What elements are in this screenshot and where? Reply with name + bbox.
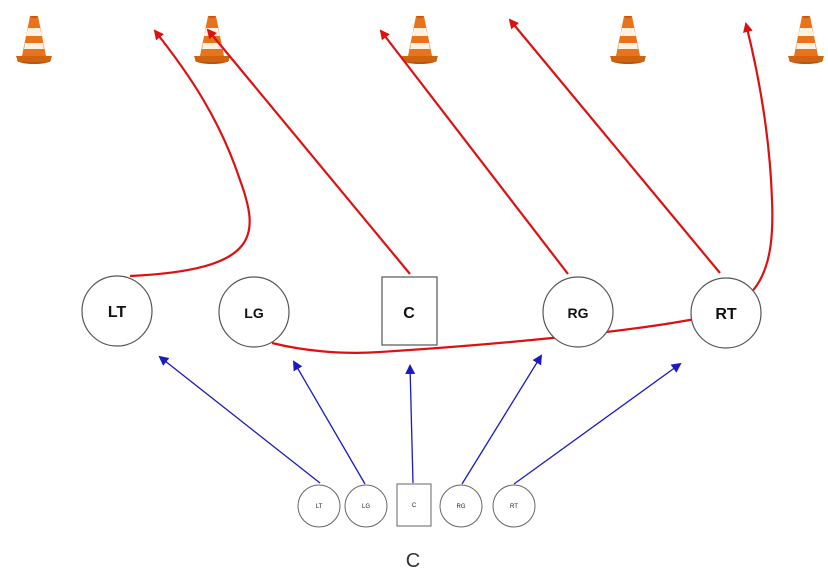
step-lt (158, 355, 321, 484)
start-rt-label: RT (510, 504, 518, 510)
start-c: C (396, 483, 432, 527)
lineman-rt-label: RT (715, 306, 737, 323)
cone-icon (610, 16, 646, 64)
step-arrows (158, 354, 682, 485)
step-lg (292, 360, 366, 485)
cone-icon (16, 16, 52, 64)
route-lt (129, 29, 251, 278)
start-lg-label: LG (362, 504, 370, 510)
lineman-rt: RT (690, 277, 762, 349)
start-positions: LT LG C RG RT (297, 483, 536, 528)
lineman-rg-label: RG (568, 305, 589, 321)
lineman-lt: LT (81, 275, 153, 347)
lineman-c: C (381, 276, 438, 346)
route-rt (508, 18, 721, 274)
start-rg-label: RG (457, 504, 466, 510)
cone-icon (788, 16, 824, 64)
route-c (206, 28, 411, 275)
cones (16, 16, 824, 64)
lineman-lg-label: LG (244, 305, 264, 321)
start-rt: RT (492, 484, 536, 528)
start-c-label: C (412, 503, 417, 509)
step-rg (461, 354, 543, 485)
route-rg (379, 29, 569, 275)
start-lg: LG (344, 484, 388, 528)
lineman-lg: LG (218, 276, 290, 348)
step-rt (513, 362, 682, 485)
lineman-rg: RG (542, 276, 614, 348)
lineman-c-label: C (403, 305, 415, 322)
cone-icon (194, 16, 230, 64)
start-lt: LT (297, 484, 341, 528)
cone-icon (402, 16, 438, 64)
diagram-title: C (406, 550, 420, 572)
start-rg: RG (439, 484, 483, 528)
offensive-line: LT LG C RG RT (81, 275, 762, 349)
step-c (405, 364, 416, 484)
lineman-lt-label: LT (108, 304, 127, 321)
start-lt-label: LT (316, 504, 323, 510)
